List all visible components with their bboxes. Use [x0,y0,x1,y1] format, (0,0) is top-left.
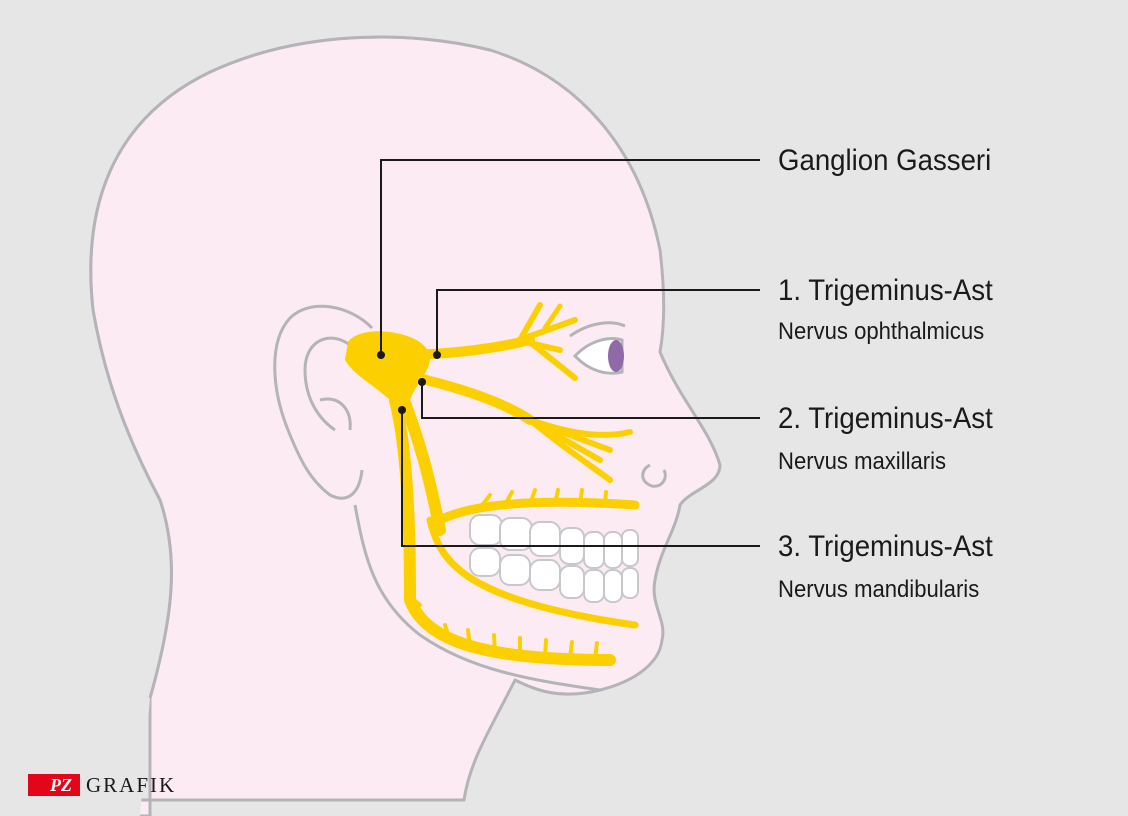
leader-lines [380,159,760,547]
label-branch1-title: 1. Trigeminus-Ast [778,274,993,307]
nostril [641,463,667,488]
logo-brand: PZ [28,774,80,796]
label-branch3-sub: Nervus mandibularis [778,576,980,603]
label-branch3-title: 3. Trigeminus-Ast [778,530,993,563]
leader-dots [377,351,441,414]
leader-ganglion [380,159,760,355]
label-branch1-sub: Nervus ophthalmicus [778,318,985,345]
jaw-line [353,504,601,692]
label-branch2-sub: Nervus maxillaris [778,448,947,475]
leader-branch3 [401,410,760,547]
ganglion-gasseri [345,331,431,405]
ear [273,304,374,500]
leader-branch2 [421,382,760,419]
label-branch2-title: 2. Trigeminus-Ast [778,402,993,435]
pz-grafik-logo: PZ GRAFIK [28,774,176,796]
logo-text: GRAFIK [86,773,177,797]
leader-branch1 [436,289,760,355]
trigeminal-nerve [389,302,640,666]
teeth [469,514,639,603]
iris [608,340,624,372]
eye [569,321,626,375]
label-ganglion-gasseri: Ganglion Gasseri [778,144,992,177]
